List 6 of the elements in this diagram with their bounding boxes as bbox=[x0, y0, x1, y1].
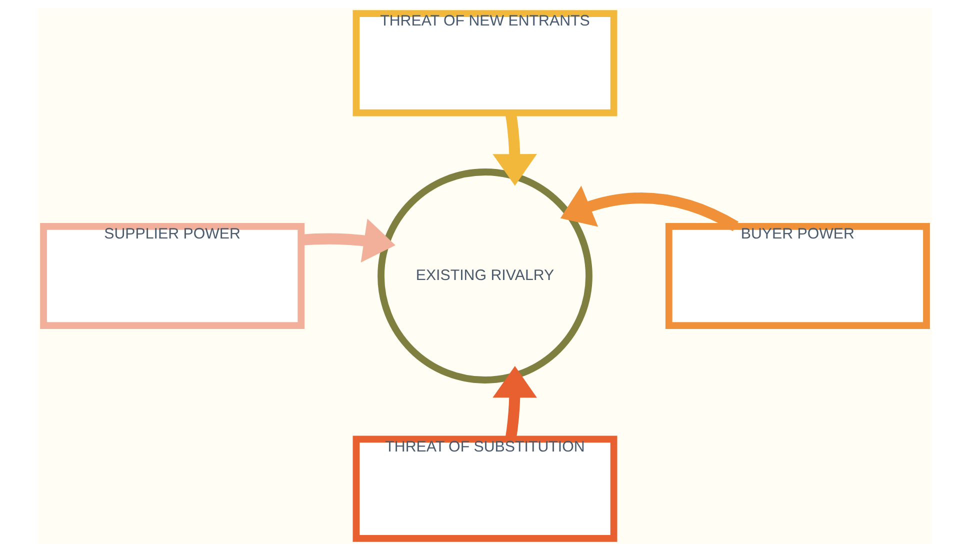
arrow bbox=[560, 186, 738, 232]
node-box: BUYER POWER bbox=[665, 222, 930, 330]
node-circle: EXISTING RIVALRY bbox=[378, 168, 592, 384]
node-box: THREAT OF NEW ENTRANTS bbox=[352, 10, 618, 116]
node-box: SUPPLIER POWER bbox=[40, 222, 305, 330]
node-box: THREAT OF SUBSTITUTION bbox=[352, 436, 618, 542]
